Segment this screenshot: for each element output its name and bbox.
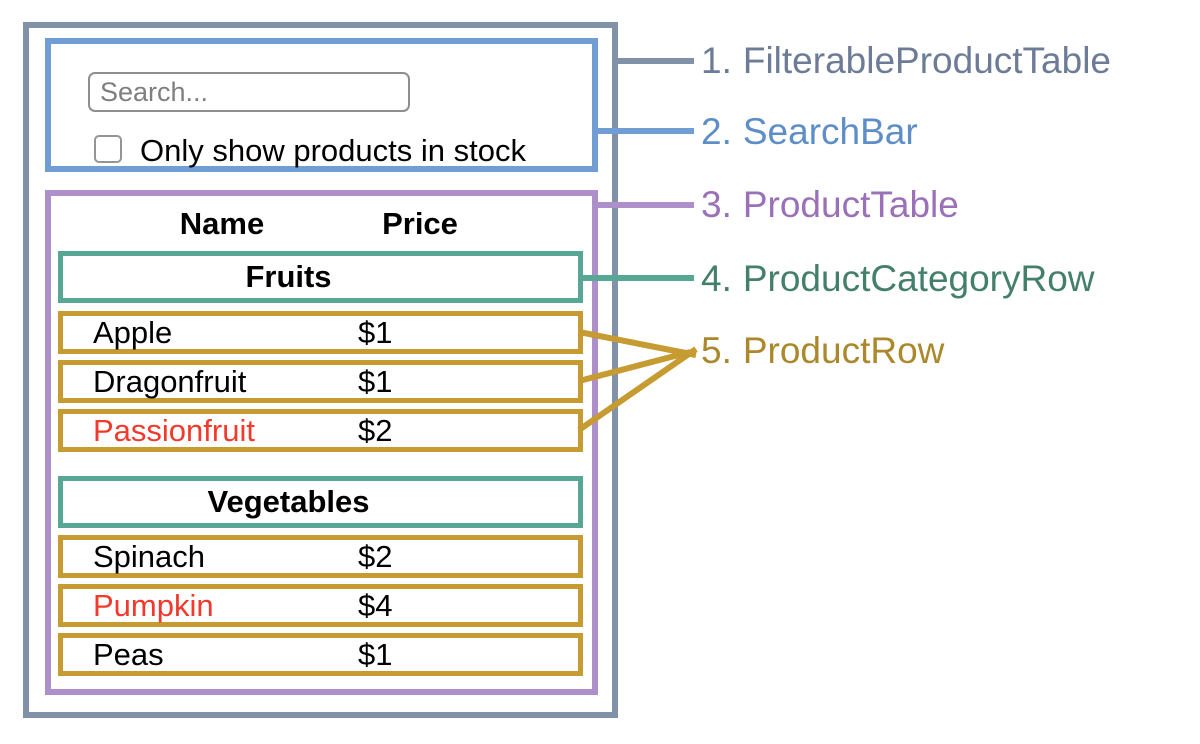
legend-name: ProductTable xyxy=(742,184,959,225)
in-stock-checkbox-label: Only show products in stock xyxy=(140,133,526,168)
legend-item-product-table: 3. ProductTable xyxy=(701,182,959,228)
column-header-name: Name xyxy=(179,206,265,241)
legend-number: 3. xyxy=(701,184,732,225)
search-bar-outline: Only show products in stock xyxy=(45,38,598,172)
search-input[interactable] xyxy=(88,72,410,112)
legend-item-search-bar: 2. SearchBar xyxy=(701,109,918,155)
product-name: Dragonfruit xyxy=(93,363,247,399)
legend-name: FilterableProductTable xyxy=(742,40,1111,81)
product-row-dragonfruit: Dragonfruit $1 xyxy=(58,360,583,403)
product-category-row-vegetables: Vegetables xyxy=(58,476,583,528)
category-label: Fruits xyxy=(245,259,332,294)
product-row-peas: Peas $1 xyxy=(58,633,583,676)
product-category-row-fruits: Fruits xyxy=(58,251,583,303)
product-price: $1 xyxy=(358,314,393,350)
legend-item-product-category-row: 4. ProductCategoryRow xyxy=(701,256,1095,302)
category-label: Vegetables xyxy=(207,484,370,519)
product-price: $2 xyxy=(358,412,393,448)
product-table-outline: Name Price Fruits Apple $1 Dragonfruit $… xyxy=(45,190,598,695)
in-stock-checkbox[interactable] xyxy=(94,135,122,163)
legend-name: ProductRow xyxy=(742,330,945,371)
product-name: Apple xyxy=(93,314,173,350)
legend-number: 5. xyxy=(701,330,732,371)
product-price: $4 xyxy=(358,587,393,623)
legend-item-product-row: 5. ProductRow xyxy=(701,328,944,374)
legend-name: ProductCategoryRow xyxy=(742,258,1095,299)
product-row-pumpkin: Pumpkin $4 xyxy=(58,584,583,627)
column-header-price: Price xyxy=(382,206,458,241)
product-name: Spinach xyxy=(93,538,206,574)
legend-number: 1. xyxy=(701,40,732,81)
legend-number: 4. xyxy=(701,258,732,299)
legend-item-filterable-product-table: 1. FilterableProductTable xyxy=(701,38,1111,84)
product-price: $1 xyxy=(358,636,393,672)
product-name: Passionfruit xyxy=(93,412,255,448)
product-price: $1 xyxy=(358,363,393,399)
product-name: Pumpkin xyxy=(93,587,214,623)
product-name: Peas xyxy=(93,636,164,672)
product-row-spinach: Spinach $2 xyxy=(58,535,583,578)
legend-number: 2. xyxy=(701,111,732,152)
product-row-passionfruit: Passionfruit $2 xyxy=(58,409,583,452)
product-row-apple: Apple $1 xyxy=(58,311,583,354)
product-price: $2 xyxy=(358,538,393,574)
legend-name: SearchBar xyxy=(742,111,918,152)
